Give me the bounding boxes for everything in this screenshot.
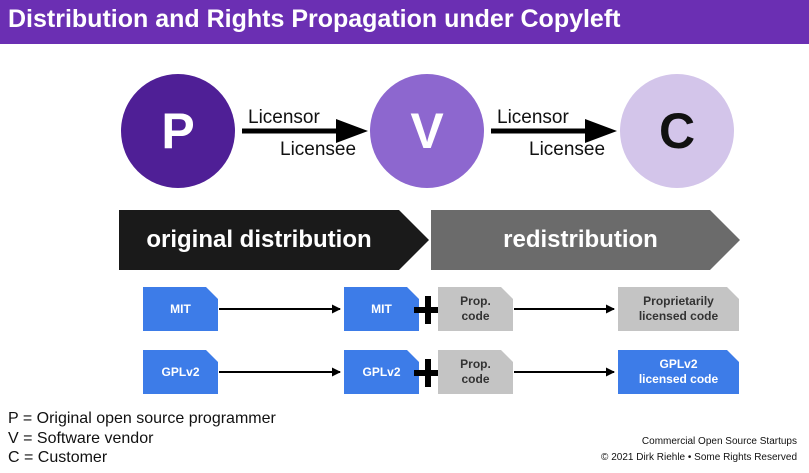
prop-code-line2: code <box>461 309 490 323</box>
mit-source-label: MIT <box>170 301 191 316</box>
gplv2-vendor-doc: GPLv2 <box>344 350 419 394</box>
legend-v: V = Software vendor <box>8 430 154 447</box>
mit-vendor-label: MIT <box>371 301 392 316</box>
prop-code-doc-1: Prop. code <box>438 287 513 331</box>
gplv2-source-label: GPLv2 <box>161 364 200 379</box>
licensee-label-1: Licensee <box>280 139 357 160</box>
party-c-circle: C <box>620 74 734 188</box>
gplv2-result-doc: GPLv2 licensed code <box>618 350 739 394</box>
redistribution-banner: redistribution <box>431 210 740 270</box>
licensor-label-1: Licensor <box>248 107 320 128</box>
licensor-arrow-1 <box>242 119 368 143</box>
party-p-circle: P <box>121 74 235 188</box>
prop-code-line1: Prop. <box>460 294 491 308</box>
legend-c: C = Customer <box>8 449 108 466</box>
result-line2: licensed code <box>638 309 719 323</box>
result-line1: Proprietarily <box>643 294 714 308</box>
original-distribution-label: original distribution <box>146 226 372 253</box>
legend-p: P = Original open source programmer <box>8 410 276 427</box>
original-distribution-banner: original distribution <box>119 210 429 270</box>
licensor-label-2: Licensor <box>497 107 569 128</box>
licensee-label-2: Licensee <box>529 139 606 160</box>
proprietary-result-doc: Proprietarily licensed code <box>618 287 739 331</box>
party-v-circle: V <box>370 74 484 188</box>
result-line2: licensed code <box>638 372 719 386</box>
slide-title: Distribution and Rights Propagation unde… <box>8 5 621 33</box>
credit-course: Commercial Open Source Startups <box>641 436 797 447</box>
title-bar: Distribution and Rights Propagation unde… <box>0 0 809 44</box>
mit-vendor-doc: MIT <box>344 287 419 331</box>
redistribution-label: redistribution <box>503 226 658 253</box>
plus-icon <box>414 359 442 387</box>
prop-code-line1: Prop. <box>460 357 491 371</box>
prop-code-doc-2: Prop. code <box>438 350 513 394</box>
prop-code-line2: code <box>461 372 490 386</box>
gplv2-source-doc: GPLv2 <box>143 350 218 394</box>
mit-source-doc: MIT <box>143 287 218 331</box>
result-line1: GPLv2 <box>659 357 698 371</box>
plus-icon <box>414 296 442 324</box>
gplv2-vendor-label: GPLv2 <box>362 364 401 379</box>
licensor-arrow-2 <box>491 119 617 143</box>
credit-copyright: © 2021 Dirk Riehle • Some Rights Reserve… <box>601 452 797 463</box>
